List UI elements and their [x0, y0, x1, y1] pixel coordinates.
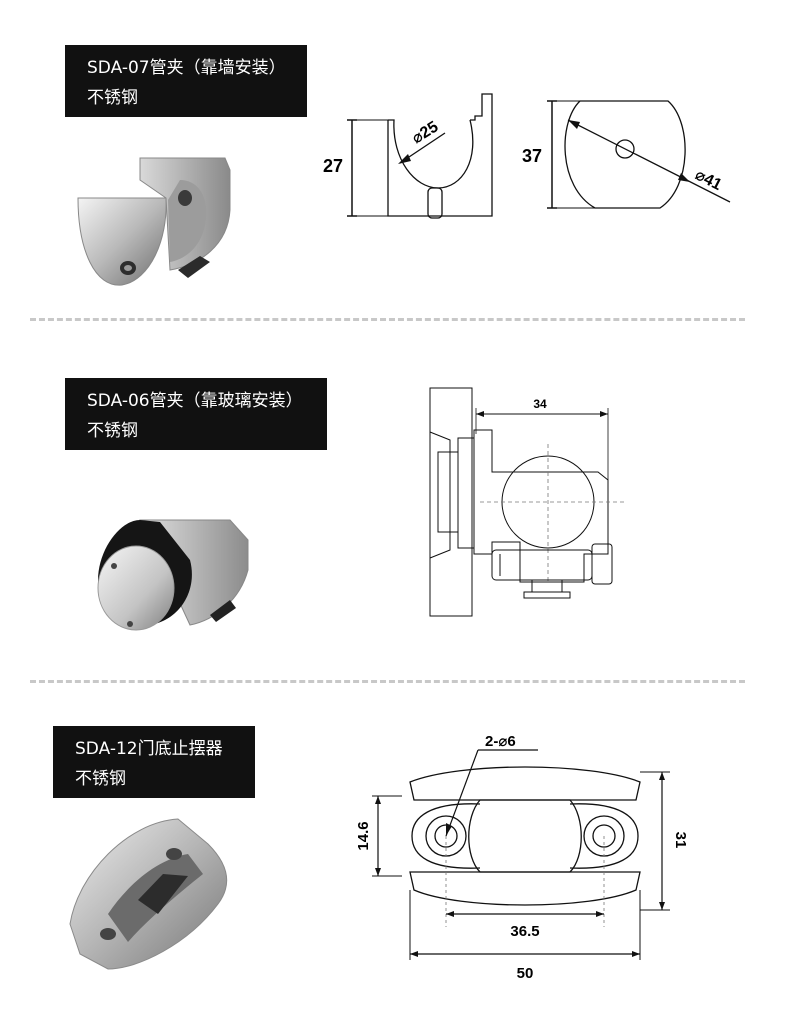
dim-height: 31 — [672, 832, 689, 849]
material-text: 不锈钢 — [87, 421, 138, 441]
pipe-clamp-photo — [77, 157, 231, 286]
glass-clamp-photo — [97, 519, 249, 631]
product-label: SDA-06管夹（靠玻璃安装） 不锈钢 — [65, 378, 327, 450]
dim-bore: ⌀25 — [409, 118, 441, 147]
product-section-sda07: SDA-07管夹（靠墙安装） 不锈钢 27 ⌀25 — [0, 0, 790, 320]
sda07-front-drawing: 37 ⌀41 — [522, 100, 731, 209]
material-text: 不锈钢 — [87, 88, 138, 108]
product-section-sda12: SDA-12门底止摆器 不锈钢 2-⌀6 — [0, 684, 790, 1033]
dim-height: 27 — [323, 156, 343, 176]
product-label: SDA-07管夹（靠墙安装） 不锈钢 — [65, 45, 307, 117]
sda06-drawing: 34 — [429, 387, 625, 617]
dim-plate-height: 37 — [522, 146, 542, 166]
section-divider — [30, 318, 745, 321]
dim-holes: 2-⌀6 — [485, 733, 516, 750]
material-text: 不锈钢 — [75, 769, 126, 789]
dim-hole-pitch: 36.5 — [510, 923, 539, 940]
model-title: SDA-12门底止摆器 — [75, 739, 223, 759]
dim-plate-dia: ⌀41 — [692, 166, 724, 194]
dim-gap: 14.6 — [355, 821, 372, 850]
product-section-sda06: SDA-06管夹（靠玻璃安装） 不锈钢 34 — [0, 322, 790, 680]
door-stopper-photo — [69, 818, 228, 970]
sda12-drawing: 2-⌀6 14.6 31 36.5 50 — [355, 733, 689, 982]
dim-length: 50 — [517, 965, 534, 982]
sda07-side-drawing: 27 ⌀25 — [323, 93, 493, 219]
dim-width: 34 — [533, 397, 547, 411]
section-divider — [30, 680, 745, 683]
product-label: SDA-12门底止摆器 不锈钢 — [53, 726, 255, 798]
model-title: SDA-06管夹（靠玻璃安装） — [87, 391, 303, 411]
model-title: SDA-07管夹（靠墙安装） — [87, 58, 286, 78]
